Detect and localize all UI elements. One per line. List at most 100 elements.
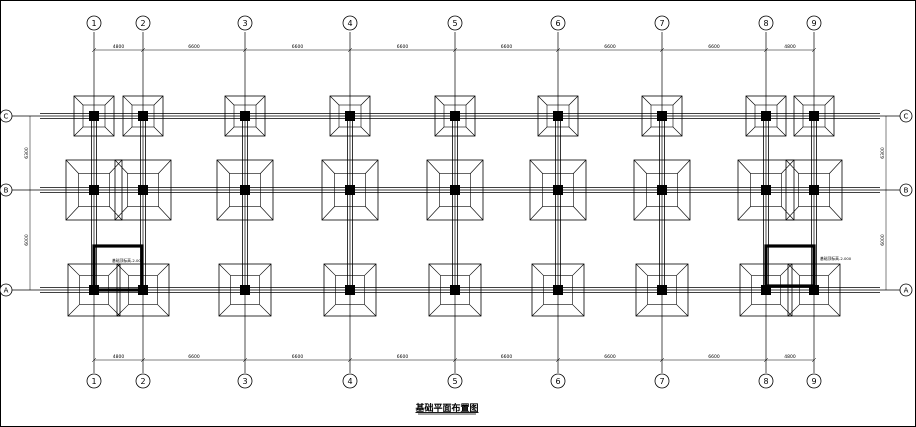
footing-pad-b-7-slope (633, 159, 647, 174)
footing-pad-b-9-step (798, 173, 830, 207)
top-dimension-tick (140, 47, 146, 53)
footing-pad-b-7-slope (677, 159, 691, 174)
footing-pad-b-6-slope (529, 206, 543, 221)
axis-bubble-label-5: 5 (452, 19, 457, 28)
footing-pad-b-4-step (334, 173, 366, 207)
footing-pads (65, 95, 843, 317)
axis-bubble-label-6: 6 (555, 377, 560, 386)
row-bubble-right-A (899, 283, 913, 297)
bottom-dimension-tick (242, 357, 248, 363)
footing-pad-a-7-slope (635, 304, 648, 317)
axis-bubble-label-1: 1 (91, 377, 96, 386)
footing-pad-c-9-column (809, 111, 819, 121)
axis-bubble-label-6: 6 (555, 19, 560, 28)
footing-pad-a-3 (218, 263, 272, 317)
footing-pad-b-8-column (761, 185, 771, 195)
footing-pad-b-1-slope (109, 206, 123, 221)
bottom-dimension-tick (140, 357, 146, 363)
footing-pad-c-7-column (657, 111, 667, 121)
top-dimension-label: 6600 (708, 44, 720, 50)
footing-pad-c-2-slope (122, 126, 133, 137)
footing-pad-b-1 (65, 159, 123, 221)
footing-pad-b-1-slope (65, 159, 79, 174)
footing-pad-c-7 (641, 95, 683, 137)
footing-pad-b-2-step (127, 173, 159, 207)
axis-bubble-3 (237, 15, 253, 31)
elevation-note: 基础顶标高-2.000 (820, 256, 852, 261)
bottom-dimension-label: 6600 (604, 354, 616, 360)
bottom-dimension-tick (347, 357, 353, 363)
footing-pad-c-7-slope (641, 126, 652, 137)
footing-pad-b-3-step (229, 173, 261, 207)
axis-bubble-2 (135, 15, 151, 31)
footing-pad-b-2 (114, 159, 172, 221)
footing-pad-c-5-slope (434, 126, 445, 137)
axis-bubble-2 (135, 373, 151, 389)
axis-bubble-3 (237, 373, 253, 389)
footing-pad-b-3-slope (260, 159, 274, 174)
footing-pad-c-7-slope (672, 126, 683, 137)
footing-pad-a-8-column (761, 285, 771, 295)
footing-pad-c-5-slope (465, 95, 476, 106)
footing-pad-a-2-slope (157, 304, 170, 317)
footing-pad-c-8-slope (745, 95, 756, 106)
footing-pad-c-8-slope (776, 95, 787, 106)
footing-pad-c-2-step (131, 104, 155, 128)
combined-footing-left (92, 244, 144, 292)
footing-pad-a-9-slope (787, 263, 800, 276)
footing-pad-b-7-step (646, 173, 678, 207)
footing-pad-b-2-column (138, 185, 148, 195)
row-bubble-right-B (899, 183, 913, 197)
bottom-dimension-label: 6600 (501, 354, 513, 360)
axis-bubble-5 (447, 15, 463, 31)
axis-bubble-9 (806, 15, 822, 31)
footing-pad-b-8-slope (737, 206, 751, 221)
footing-pad-c-1-column (89, 111, 99, 121)
footing-pad-a-4-slope (323, 304, 336, 317)
elevation-note: 基础顶标高-2.000 (112, 258, 144, 263)
footing-pad-c-8-step (754, 104, 778, 128)
top-dimension-tick (242, 47, 248, 53)
footing-pad-c-3-column (240, 111, 250, 121)
footing-pad-a-7-slope (676, 263, 689, 276)
footing-pad-b-2-slope (114, 159, 128, 174)
row-bubble-left-C (0, 109, 13, 123)
footing-pad-b-4-column (345, 185, 355, 195)
axis-bubble-1 (86, 15, 102, 31)
footing-pad-a-7-slope (676, 304, 689, 317)
right-dimension-label: 6000 (880, 234, 886, 246)
footing-pad-b-4-slope (365, 206, 379, 221)
footing-pad-c-4 (329, 95, 371, 137)
footing-pad-b-2-slope (114, 206, 128, 221)
bottom-dimension-label: 6600 (397, 354, 409, 360)
footing-pad-c-5 (434, 95, 476, 137)
footing-pad-c-3-slope (255, 126, 266, 137)
footing-pad-a-4-step (335, 275, 365, 305)
footing-pad-b-5-slope (426, 159, 440, 174)
footing-pad-a-7-column (657, 285, 667, 295)
row-bubble-left-label: C (4, 113, 9, 121)
row-bubble-left-label: B (4, 187, 9, 195)
footing-pad-c-1-slope (104, 126, 115, 137)
footing-pad-c-6-slope (568, 95, 579, 106)
row-bubble-left-A (0, 283, 13, 297)
footing-pad-c-6-column (553, 111, 563, 121)
footing-pad-b-9-slope (785, 206, 799, 221)
bottom-dimension-tick (659, 357, 665, 363)
footing-pad-a-6-column (553, 285, 563, 295)
footing-pad-b-5-slope (470, 206, 484, 221)
top-dimension-tick (555, 47, 561, 53)
footing-pad-c-3-slope (224, 126, 235, 137)
top-dimension-tick (659, 47, 665, 53)
footing-pad-a-2-slope (116, 304, 129, 317)
footing-pad-c-7-slope (641, 95, 652, 106)
footing-pad-b-5-slope (426, 206, 440, 221)
footing-pad-a-5-slope (428, 304, 441, 317)
footing-pad-b-9-slope (785, 159, 799, 174)
footing-pad-a-6 (531, 263, 585, 317)
footing-pad-c-6-slope (537, 95, 548, 106)
axis-bubble-label-4: 4 (347, 377, 352, 386)
footing-pad-b-3-slope (216, 159, 230, 174)
footing-pad-a-1-step (79, 275, 109, 305)
